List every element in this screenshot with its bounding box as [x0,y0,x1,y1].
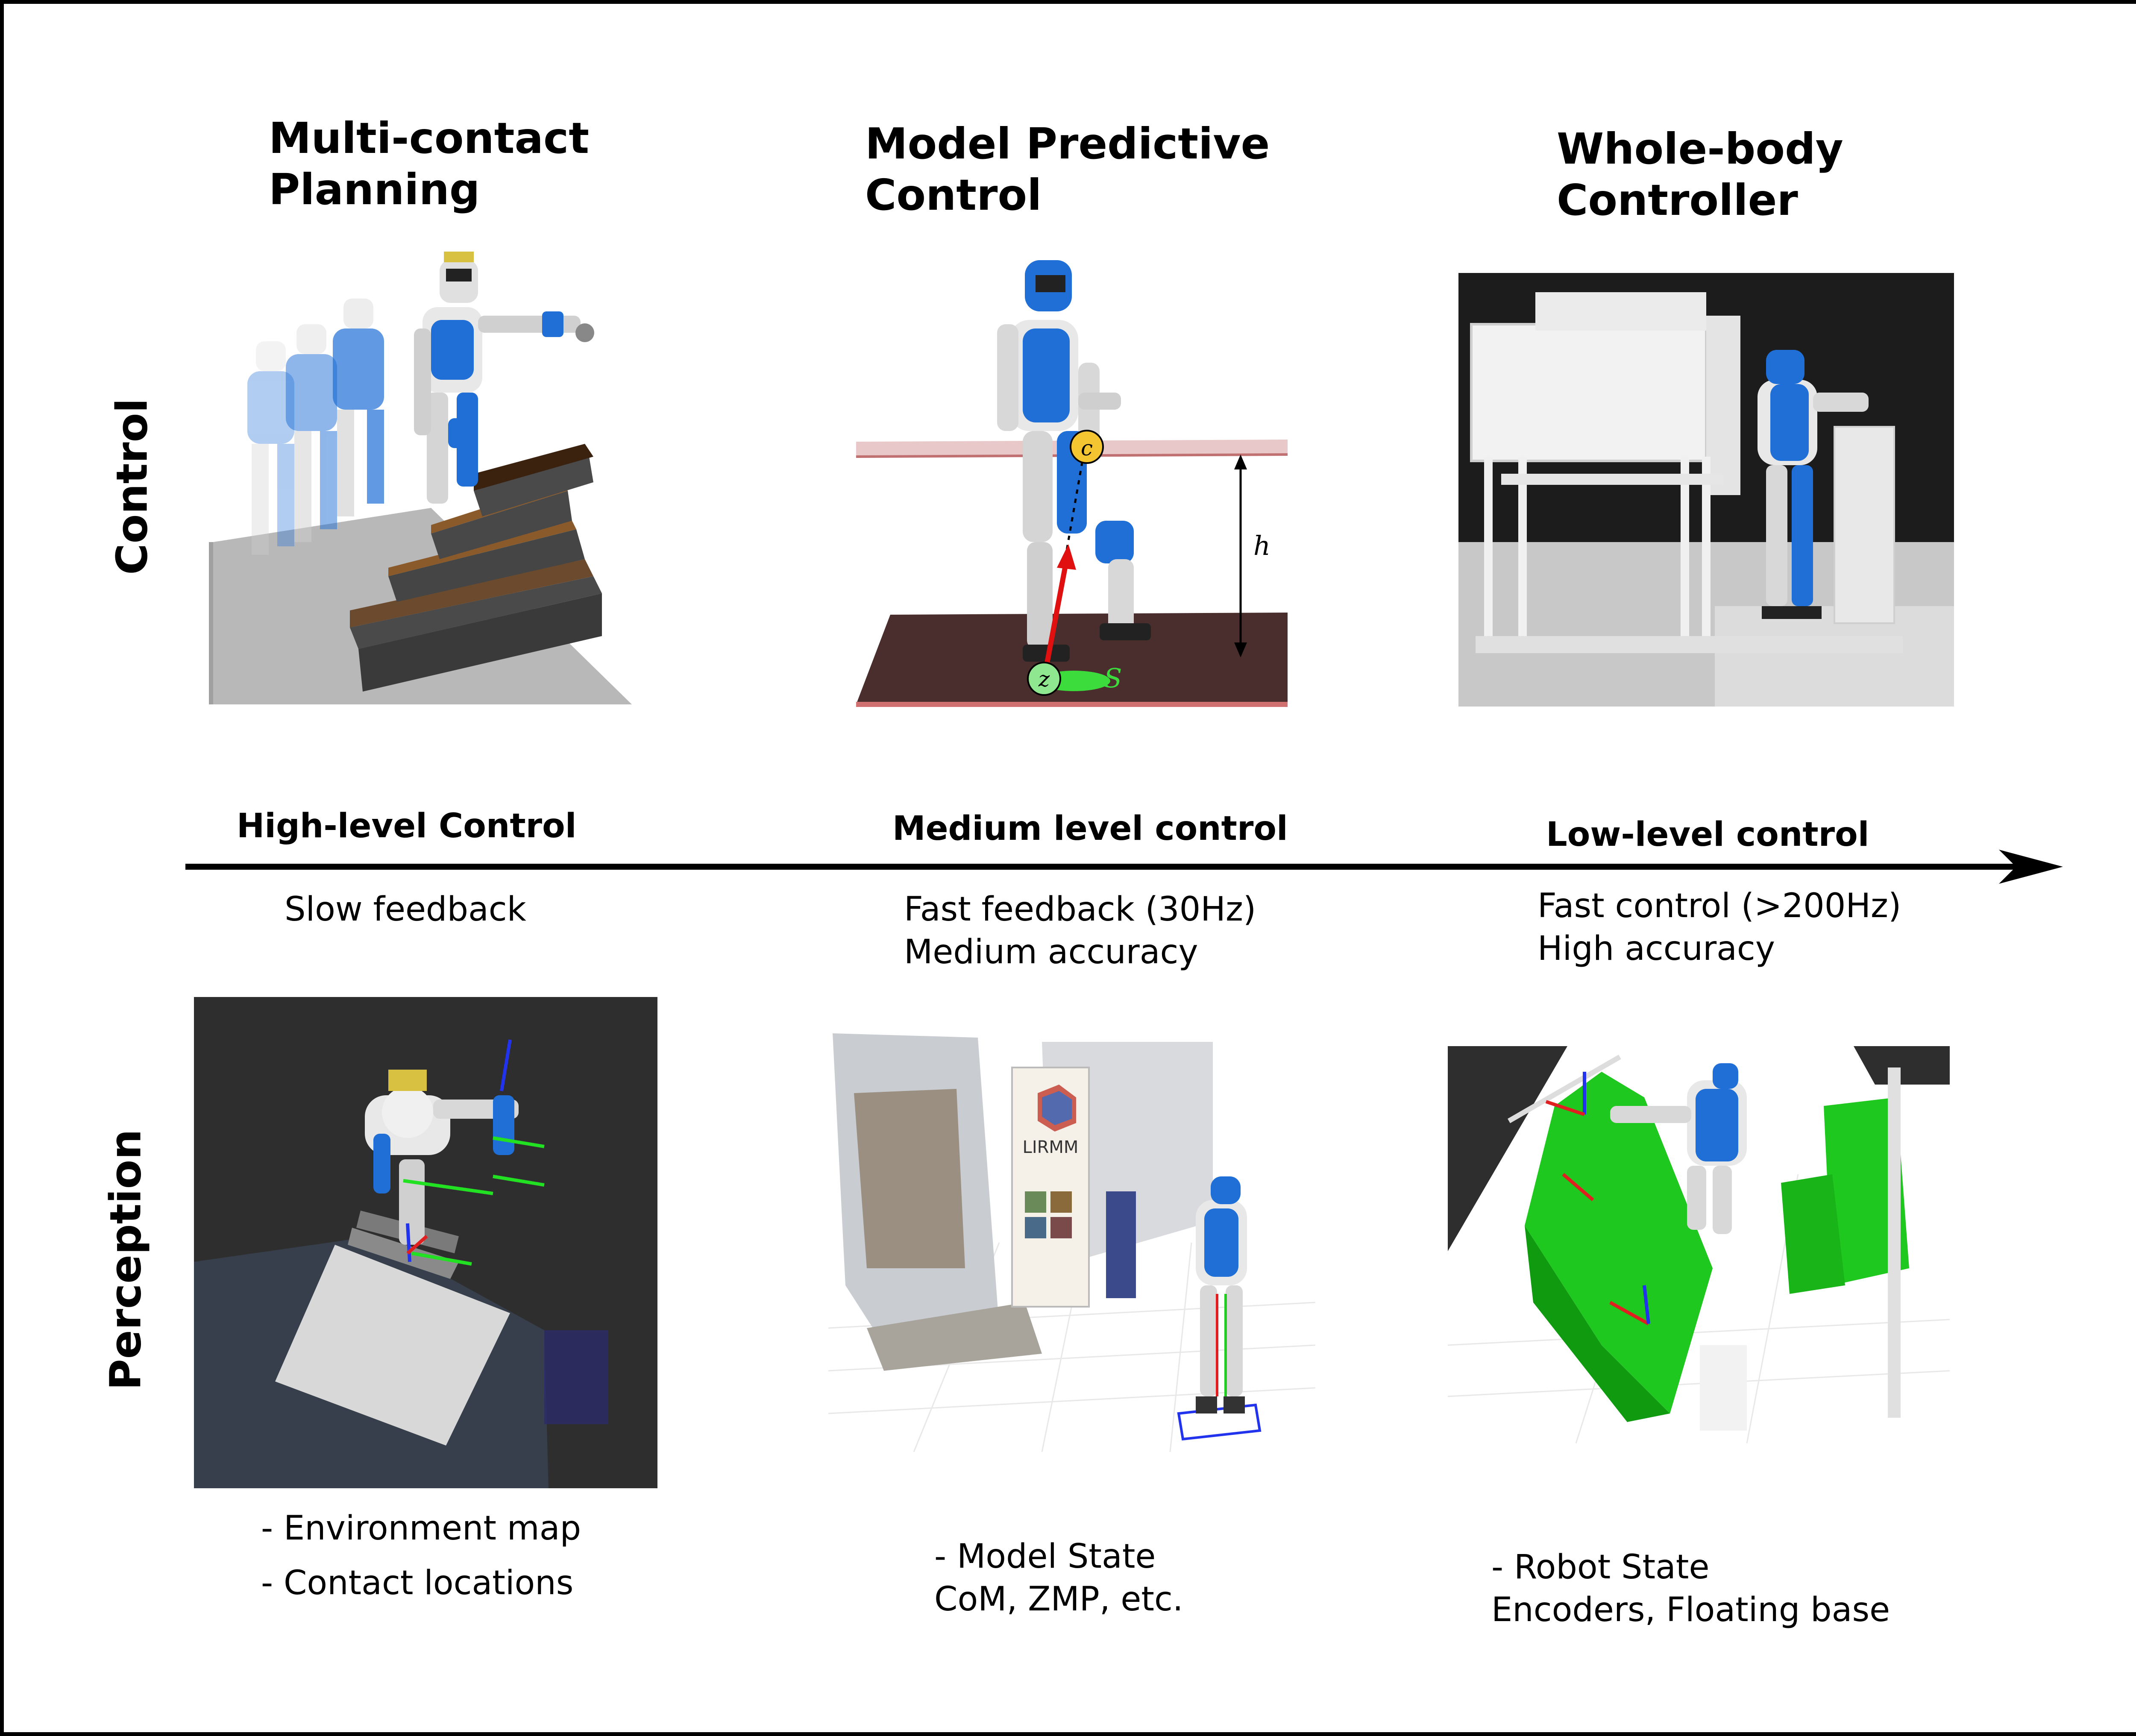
poster-lirmm-text: LIRMM [1023,1138,1079,1157]
mpc-height-label: h [1253,530,1270,561]
wbc-image [1458,273,1954,707]
perception-wbc-line1: - Robot State [1491,1548,1710,1586]
perception-wbc-caption: - Robot State Encoders, Floating base [1491,1546,1890,1631]
side-label-control: Control [107,398,157,575]
perception-wbc-image [1448,1046,1950,1443]
title-mpc-line1: Model Predictive [865,119,1270,169]
level-medium-label: Medium level control [892,809,1288,848]
title-planning-line2: Planning [269,164,480,214]
timeline-arrow [185,850,2063,884]
level-medium-note-1: Fast feedback (30Hz) [904,890,1256,929]
level-high-label: High-level Control [237,807,577,845]
perception-mpc-line2: CoM, ZMP, etc. [934,1580,1183,1619]
level-high-notes: Slow feedback [285,888,526,931]
mpc-support-label: S [1104,663,1122,694]
title-mpc: Model Predictive Control [865,118,1270,221]
mpc-zmp-label: z [1038,667,1050,692]
title-mpc-line2: Control [865,170,1042,220]
title-wbc: Whole-body Controller [1557,123,1843,226]
perception-mpc-line1: - Model State [934,1537,1156,1576]
level-low-note-2: High accuracy [1537,930,1775,968]
mpc-image: h S c z [856,252,1292,709]
perception-planning-line2: - Contact locations [261,1564,574,1602]
perception-planning-line1: - Environment map [261,1509,581,1548]
perception-wbc-line2: Encoders, Floating base [1491,1591,1890,1629]
title-planning-line1: Multi-contact [269,113,590,163]
perception-planning-caption: - Environment map - Contact locations [261,1501,581,1610]
planning-image [209,243,636,704]
title-planning: Multi-contact Planning [269,113,589,215]
perception-planning-image [194,997,657,1488]
level-high-note-1: Slow feedback [285,890,526,929]
level-medium-note-2: Medium accuracy [904,933,1198,971]
mpc-com-label: c [1081,436,1093,460]
level-low-note-1: Fast control (>200Hz) [1537,887,1901,925]
level-low-label: Low-level control [1546,815,1869,854]
title-wbc-line1: Whole-body [1557,124,1843,174]
perception-mpc-caption: - Model State CoM, ZMP, etc. [934,1535,1183,1621]
title-wbc-line2: Controller [1557,175,1798,225]
side-label-perception: Perception [100,1129,151,1390]
level-medium-notes: Fast feedback (30Hz) Medium accuracy [904,888,1256,974]
perception-mpc-image: LIRMM [828,1029,1315,1452]
level-low-notes: Fast control (>200Hz) High accuracy [1537,885,1901,970]
